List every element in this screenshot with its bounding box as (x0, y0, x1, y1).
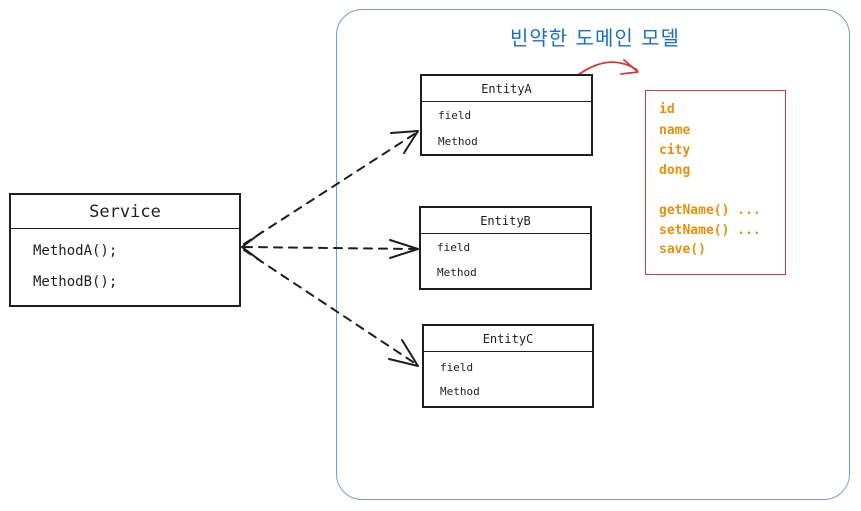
entity-b-title: EntityB (421, 208, 590, 234)
detail-member-id: id (659, 102, 675, 117)
dependency-arrow-entity-a (243, 132, 417, 245)
entity-a-title: EntityA (422, 76, 591, 102)
entity-a-field: field (438, 109, 472, 122)
service-class-box: Service MethodA(); MethodB(); (9, 193, 241, 307)
detail-member-dong: dong (659, 163, 691, 178)
entity-c-box: EntityC field Method (422, 324, 594, 408)
arrowhead-entity-c (388, 339, 419, 367)
detail-method-setname: setName() ... (659, 223, 761, 238)
dependency-arrow-entity-c (243, 249, 417, 365)
service-class-title: Service (11, 195, 239, 229)
entity-detail-box: id name city dong getName() ... setName(… (645, 90, 786, 275)
entity-b-method: Method (437, 266, 477, 279)
pointer-arrowhead (620, 59, 639, 75)
service-method-b: MethodB(); (33, 274, 118, 290)
domain-region-boundary (336, 9, 850, 500)
entity-b-field: field (437, 241, 471, 254)
arrowhead-entity-b (389, 239, 419, 259)
entity-c-field: field (440, 361, 474, 374)
arrowhead-service (241, 231, 263, 263)
entity-c-method: Method (440, 385, 480, 398)
region-title: 빈약한 도메인 모델 (510, 26, 680, 50)
detail-method-save: save() (659, 242, 706, 257)
arrowhead-entity-a (390, 130, 419, 154)
detail-member-name: name (659, 123, 691, 138)
entity-c-title: EntityC (424, 326, 592, 352)
entity-b-box: EntityB field Method (419, 206, 592, 290)
entity-a-box: EntityA field Method (420, 74, 593, 156)
detail-member-city: city (659, 143, 691, 158)
detail-method-getname: getName() ... (659, 203, 761, 218)
service-method-a: MethodA(); (33, 243, 118, 259)
entity-a-method: Method (438, 135, 478, 148)
dependency-arrow-entity-b (243, 246, 417, 250)
